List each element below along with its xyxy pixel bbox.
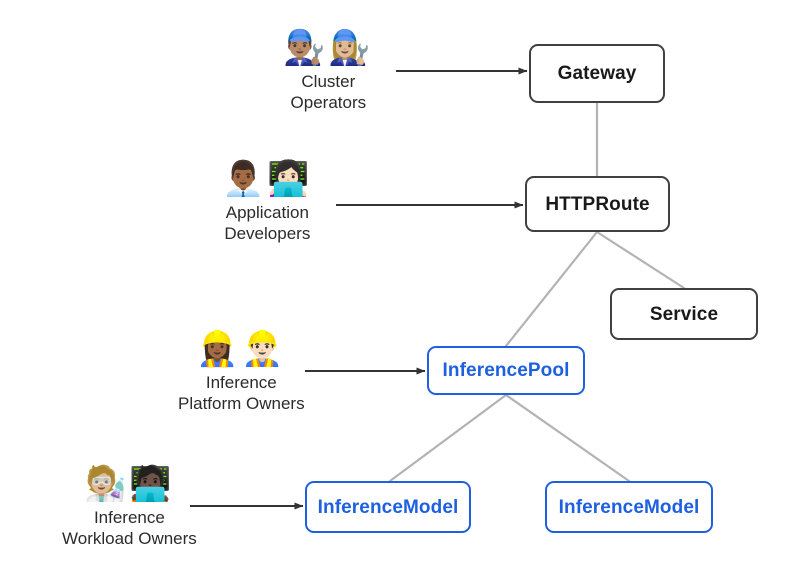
httproute-to-inferencepool xyxy=(504,230,599,348)
persona-application-developers: 👨🏾‍💼👩🏻‍💻Application Developers xyxy=(222,159,313,245)
node-label-httproute: HTTPRoute xyxy=(545,193,650,215)
persona-inference-workload-owners: 🧑🏼‍🔬🧑🏿‍💻Inference Workload Owners xyxy=(62,464,197,550)
node-label-gateway: Gateway xyxy=(557,63,637,84)
node-label-inferencemodel2: InferenceModel xyxy=(558,496,700,518)
persona-arrows xyxy=(190,67,528,510)
persona-label-inference-platform-owners: Inference Platform Owners xyxy=(178,372,305,414)
node-label-inferencemodel1: InferenceModel xyxy=(317,496,459,518)
persona-cluster-operators: 👨🏽‍🔧👩🏼‍🔧Cluster Operators xyxy=(283,28,374,114)
httproute-to-service xyxy=(595,230,686,290)
node-label-service: Service xyxy=(649,303,719,325)
node-inferencemodel1[interactable]: InferenceModel xyxy=(305,481,471,533)
node-gateway[interactable]: Gateway xyxy=(529,44,665,103)
woman-construction-worker-icon man-construction-worker-icon: 👷🏾‍♀️👷🏻‍♂️ xyxy=(195,329,287,369)
node-inferencemodel2[interactable]: InferenceModel xyxy=(545,481,713,533)
scientist-icon technologist-icon: 🧑🏼‍🔬🧑🏿‍💻 xyxy=(84,464,175,504)
persona-label-cluster-operators: Cluster Operators xyxy=(290,71,367,113)
persona-inference-platform-owners: 👷🏾‍♀️👷🏻‍♂️Inference Platform Owners xyxy=(178,329,305,415)
inferencepool-to-model-right xyxy=(504,393,631,483)
inferencepool-to-model-left xyxy=(388,393,508,483)
persona-label-inference-workload-owners: Inference Workload Owners xyxy=(62,507,197,549)
man-office-worker-icon woman-technologist-icon: 👨🏾‍💼👩🏻‍💻 xyxy=(222,159,313,199)
node-httproute[interactable]: HTTPRoute xyxy=(525,176,670,232)
persona-label-application-developers: Application Developers xyxy=(224,202,311,244)
node-label-inferencepool: InferencePool xyxy=(442,360,570,381)
node-inferencepool[interactable]: InferencePool xyxy=(427,346,585,395)
node-service[interactable]: Service xyxy=(610,288,758,340)
man-mechanic-icon woman-mechanic-icon: 👨🏽‍🔧👩🏼‍🔧 xyxy=(283,28,374,68)
